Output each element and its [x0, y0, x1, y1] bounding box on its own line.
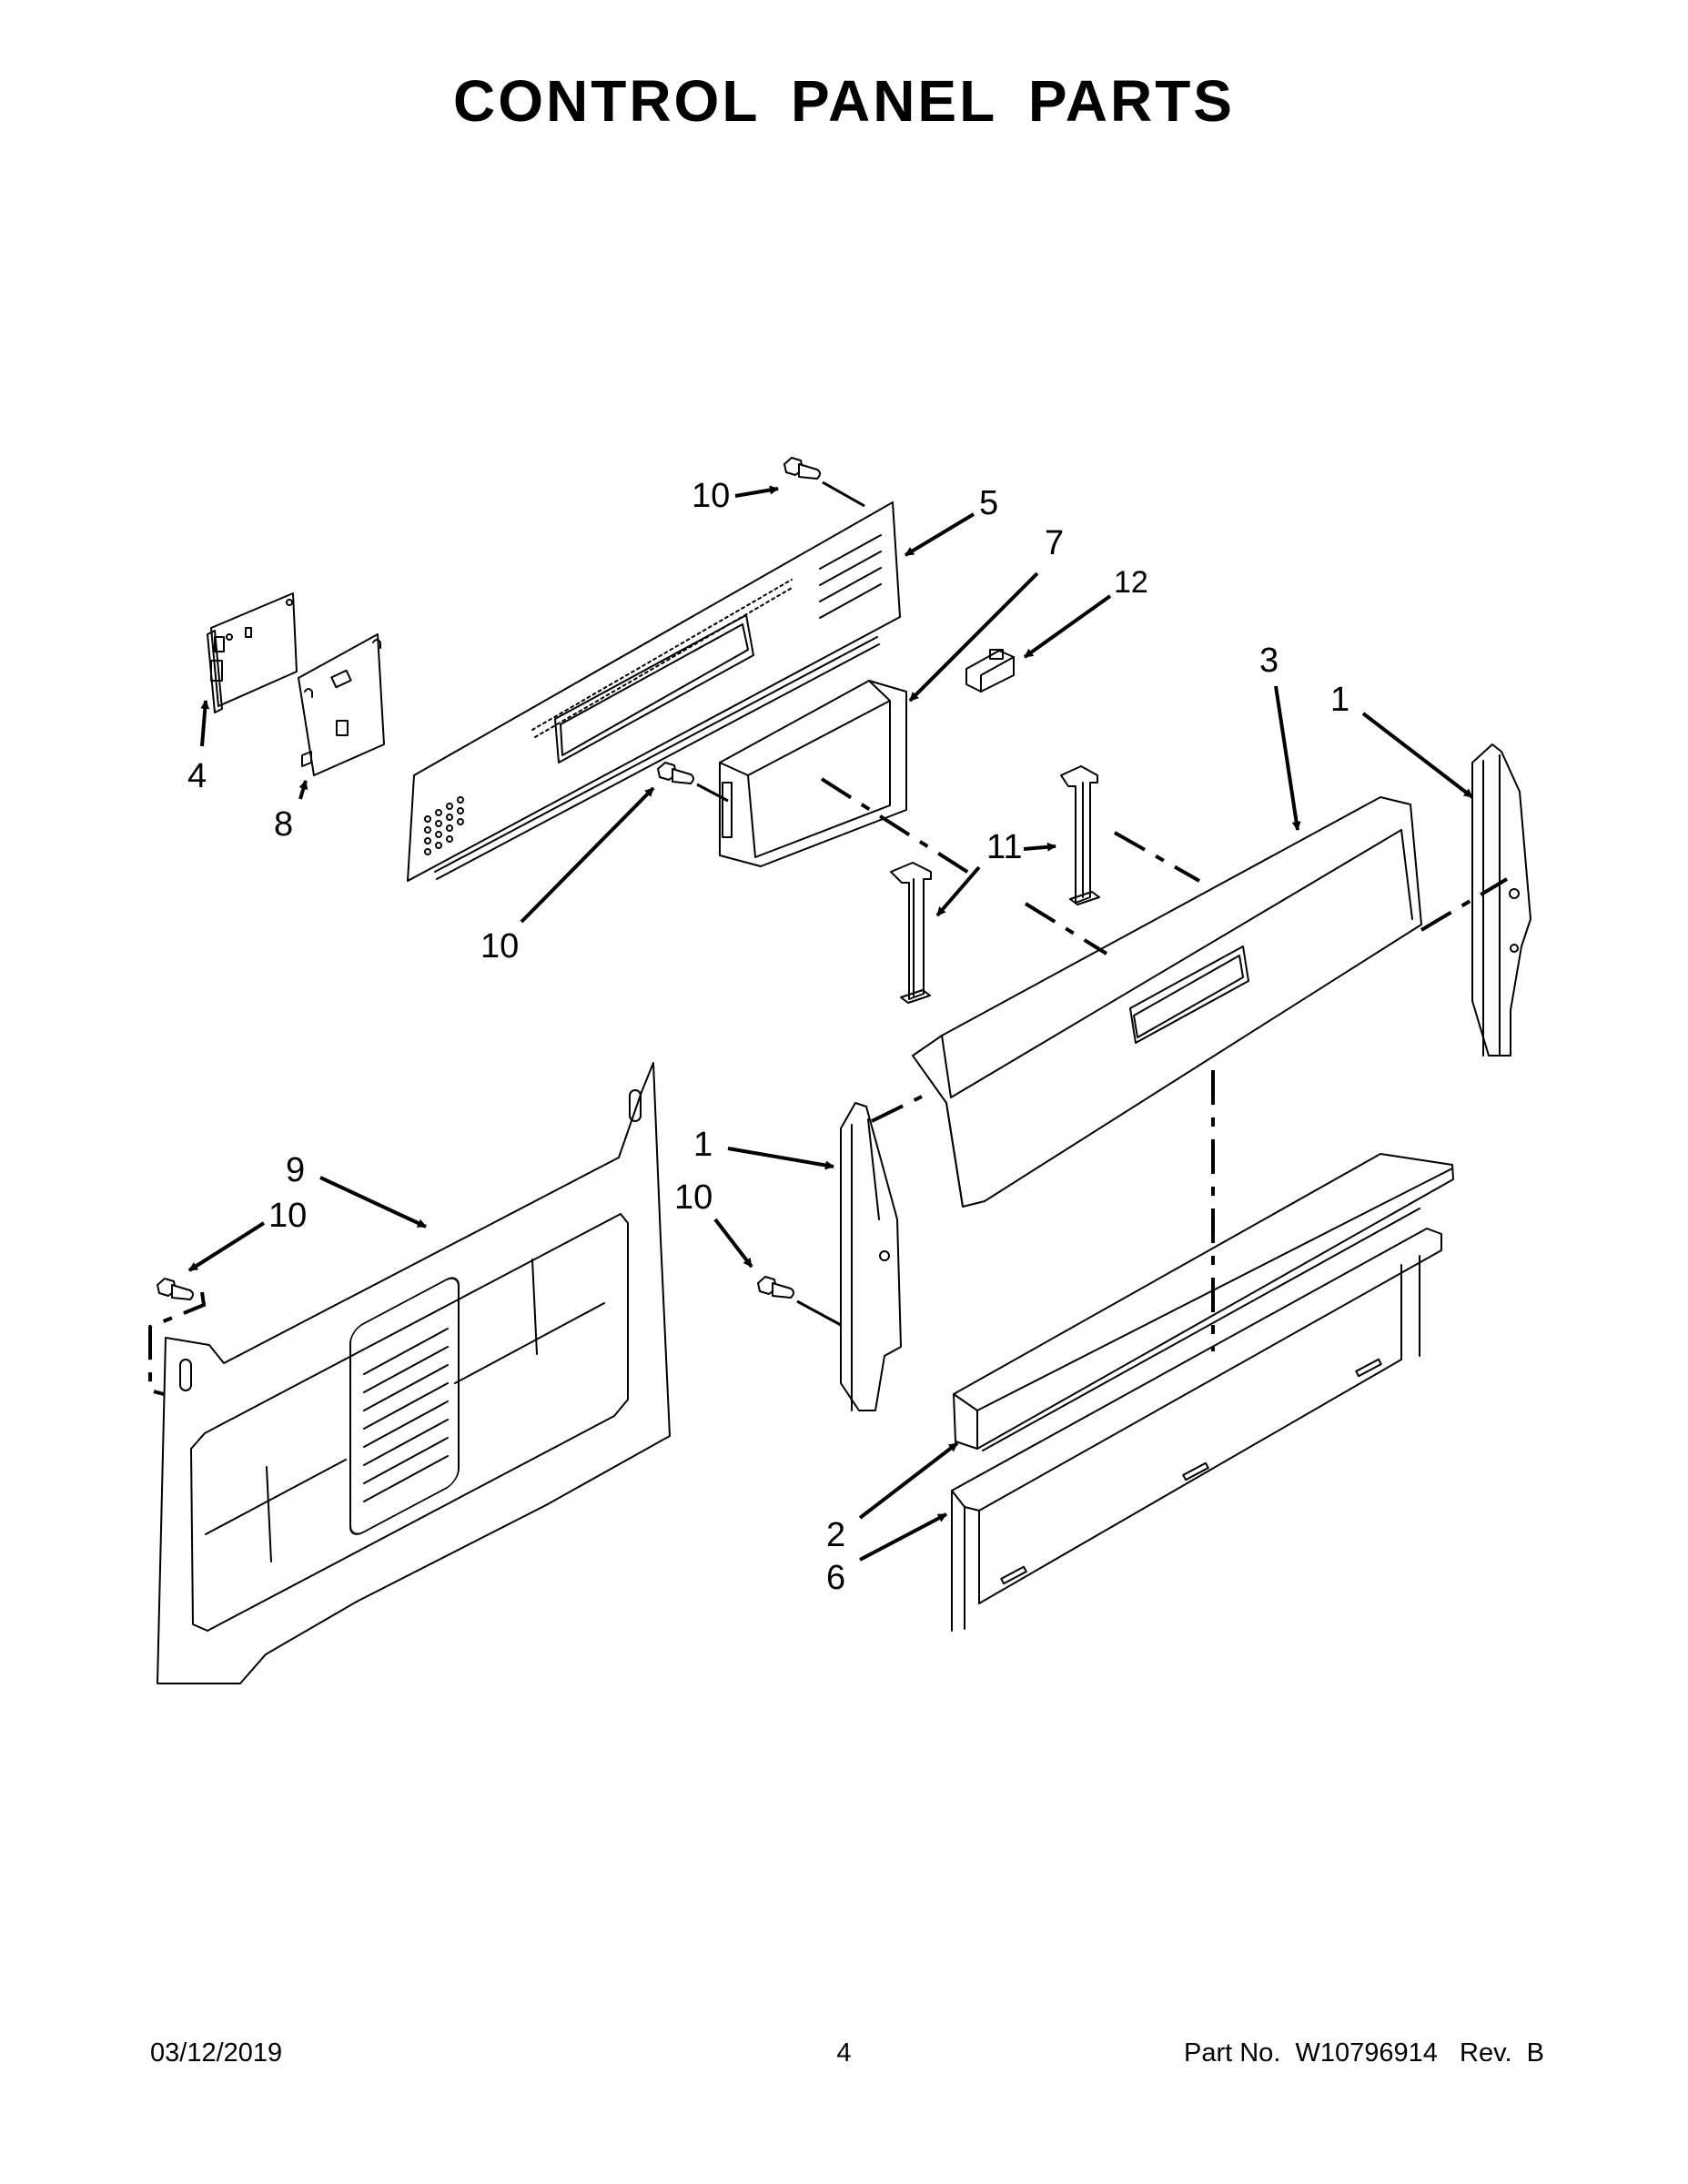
part-5-backplate-icon [407, 501, 901, 882]
part-7-ui-housing-icon [719, 680, 907, 867]
callout-7: 7 [1045, 524, 1064, 562]
part-12-relay-icon [965, 649, 1015, 693]
part-1-right-bracket-icon [1471, 743, 1531, 1057]
footer-page-number: 4 [836, 2038, 852, 2068]
callout-10-top: 10 [692, 477, 730, 515]
part-11-clip-upper-icon [1060, 765, 1100, 905]
part-4-control-board-icon [207, 592, 298, 713]
callout-11: 11 [986, 828, 1022, 866]
part-9-rear-panel-icon [157, 1062, 671, 1684]
part-8-mounting-plate-icon [298, 633, 385, 776]
callout-9: 9 [286, 1151, 305, 1189]
part-10-screw-top-icon [783, 457, 821, 480]
footer-part-number: Part No. W10796914 Rev. B [1184, 2038, 1544, 2068]
callout-6: 6 [826, 1559, 845, 1597]
part-10-screw-lower-icon [757, 1276, 794, 1299]
callout-1-left: 1 [693, 1126, 713, 1164]
callout-1-right: 1 [1330, 681, 1349, 719]
callout-10-left: 10 [268, 1197, 307, 1235]
part-3-console-icon [912, 796, 1422, 1208]
callout-10-lower: 10 [674, 1178, 713, 1217]
callout-2: 2 [826, 1516, 845, 1554]
part-6-support-frame-icon [951, 1208, 1442, 1632]
footer-date: 03/12/2019 [150, 2038, 283, 2068]
callout-3: 3 [1259, 642, 1279, 680]
callout-4: 4 [187, 757, 207, 795]
part-1-left-bracket-icon [840, 1102, 902, 1411]
callout-12: 12 [1114, 565, 1148, 600]
callout-8: 8 [274, 805, 293, 844]
part-11-clip-lower-icon [890, 862, 932, 1004]
page-title: CONTROL PANEL PARTS [453, 68, 1235, 134]
part-10-screw-middle-icon [657, 762, 694, 784]
part-10-screw-left-icon [157, 1278, 194, 1300]
callout-5: 5 [979, 484, 998, 522]
callout-10-mid: 10 [480, 927, 519, 966]
part-2-lower-rail-icon [953, 1153, 1454, 1450]
